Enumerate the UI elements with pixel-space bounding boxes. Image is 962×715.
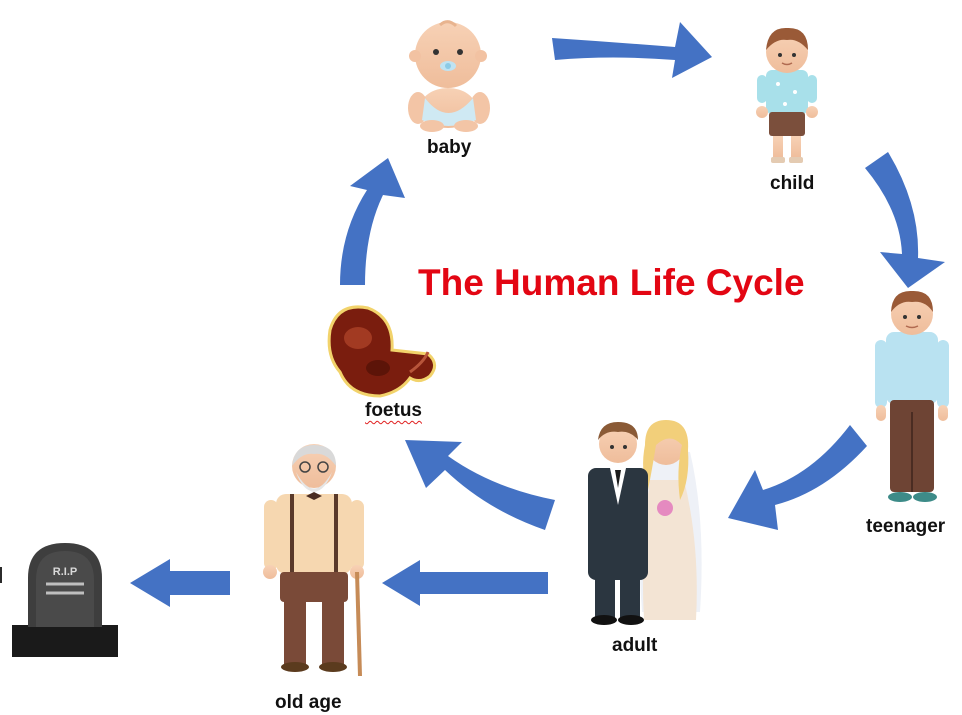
- arrow-adult-to-foetus: [405, 440, 555, 530]
- old-age-illustration: [263, 444, 364, 676]
- arrow-old-age-to-death: [130, 559, 230, 607]
- foetus-illustration: [329, 307, 434, 396]
- teenager-illustration: [875, 291, 949, 502]
- diagram-title: The Human Life Cycle: [418, 262, 805, 304]
- arrow-teenager-to-adult: [728, 425, 867, 530]
- adult-illustration: [588, 420, 702, 625]
- arrow-baby-to-child: [552, 22, 712, 78]
- arrow-adult-to-old-age: [382, 560, 548, 606]
- label-foetus: foetus: [365, 400, 422, 422]
- gravestone-illustration: [1, 543, 118, 657]
- label-adult: adult: [612, 635, 657, 657]
- label-teenager: teenager: [866, 516, 945, 538]
- child-illustration: [756, 28, 818, 163]
- label-child: child: [770, 173, 814, 195]
- arrow-foetus-to-baby: [340, 158, 405, 285]
- baby-illustration: [408, 22, 490, 132]
- label-baby: baby: [427, 137, 471, 159]
- gravestone-inscription: R.I.P: [53, 566, 77, 578]
- arrow-child-to-teenager: [865, 152, 945, 288]
- label-old-age: old age: [275, 692, 342, 714]
